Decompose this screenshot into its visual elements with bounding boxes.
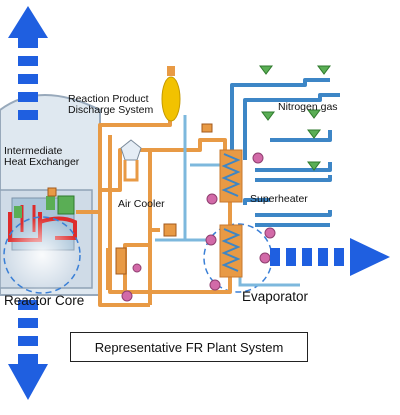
evaporator-coil [219,224,243,278]
nitrogen-gas-valves [259,65,331,171]
horizontal-dashed-arrow [270,238,390,276]
reactor-highlight-circle [3,216,81,294]
caption-box: Representative FR Plant System [70,332,308,362]
air-cooler [120,139,142,182]
diagram-caption: Representative FR Plant System [94,339,284,355]
evaporator-label: Evaporator [242,289,309,304]
orange-pipes [76,108,232,307]
light-water-pipes [155,115,300,287]
superheater-coil [219,149,243,203]
reactor-core-label: Reactor Core [4,293,85,308]
air-cooler-label: Air Cooler [118,198,165,210]
superheater-label: Superheater [250,193,308,205]
intermediate-heat-exchanger-label: Intermediate Heat Exchanger [4,145,80,169]
orange-valves [47,123,213,275]
nitrogen-gas-label: Nitrogen gas [278,101,338,113]
discharge-tank [161,66,181,122]
vertical-dashed-arrow [8,6,48,400]
reaction-product-label: Reaction Product Discharge System [68,93,154,117]
pink-valves [121,152,276,302]
blue-pipes [230,78,340,227]
